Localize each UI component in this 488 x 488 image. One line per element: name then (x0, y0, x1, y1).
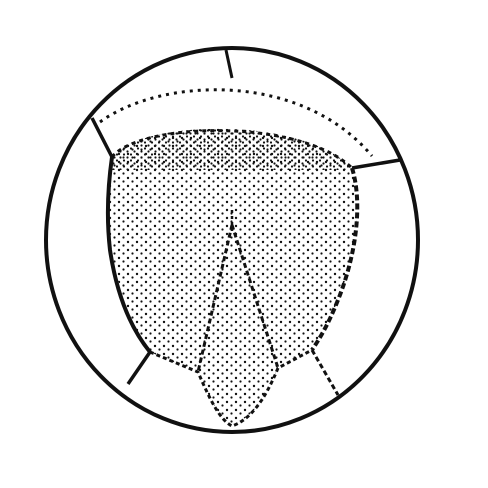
left-upper-divider (90, 117, 114, 158)
lower-right-divider (310, 349, 340, 396)
outer-ring (44, 46, 420, 434)
inner-band-dotted (99, 88, 374, 157)
central-wedge (196, 210, 280, 373)
body-outline-right (310, 167, 360, 352)
body-outline (105, 156, 152, 354)
right-upper-divider (351, 158, 401, 170)
bottom-lobe (149, 348, 313, 428)
top-divider (224, 49, 234, 79)
lower-left-divider (126, 351, 152, 385)
